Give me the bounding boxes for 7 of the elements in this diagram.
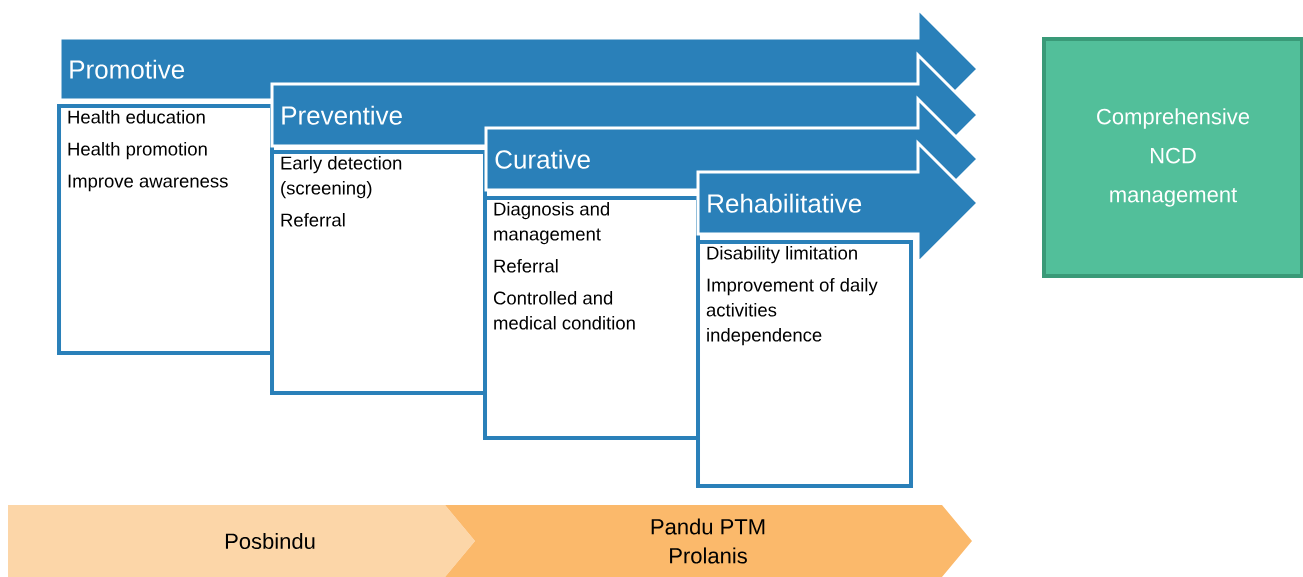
list-box: Early detection (screening) Referral	[270, 150, 487, 395]
outcome-box: Comprehensive NCD management	[1042, 37, 1303, 278]
phase-banner: Posbindu	[8, 505, 475, 577]
list-box: Diagnosis and management Referral Controlled and medical condition	[483, 196, 700, 440]
list-box: Disability limitation Improvement of daily activities independence	[696, 240, 913, 488]
list-box: Health education Health promotion Improve awareness	[57, 104, 274, 355]
phase-banner: Pandu PTM Prolanis	[445, 505, 972, 577]
